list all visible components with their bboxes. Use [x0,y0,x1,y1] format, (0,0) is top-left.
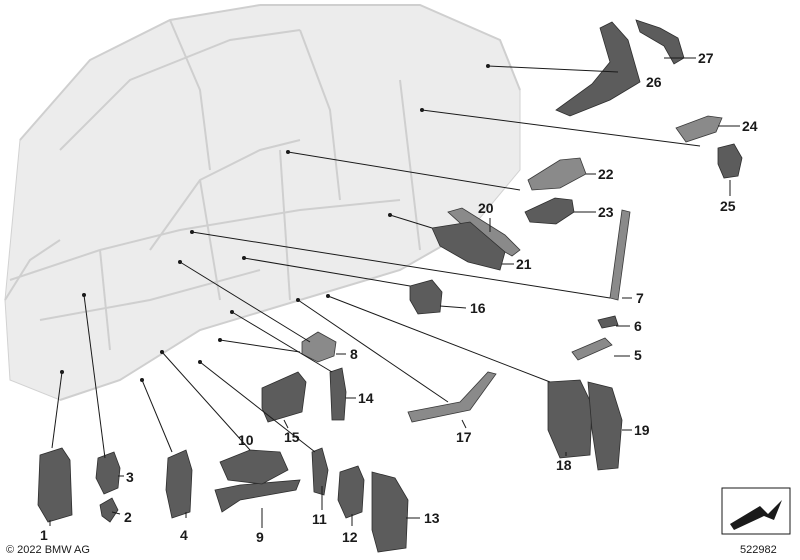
part-16-icon [409,279,443,315]
callout-27: 27 [698,50,714,66]
callout-15: 15 [284,429,300,445]
callout-19: 19 [634,422,650,438]
callout-labels: 1 2 3 4 5 6 7 8 9 10 11 12 13 14 15 16 1… [40,50,758,545]
callout-13: 13 [424,510,440,526]
callout-24: 24 [742,118,758,134]
callout-23: 23 [598,204,614,220]
callout-4: 4 [180,527,188,543]
callout-12: 12 [342,529,358,545]
part-27-icon [635,19,685,65]
diagram-number: 522982 [740,544,777,556]
part-10-icon [219,449,289,485]
part-17-icon [407,371,497,423]
part-9-icon [214,479,301,513]
callout-17: 17 [456,429,472,445]
part-19-icon [587,381,623,471]
part-23-icon [524,197,575,225]
callout-3: 3 [126,469,134,485]
callout-21: 21 [516,256,532,272]
part-6-icon [597,315,619,329]
callout-20: 20 [478,200,494,216]
callout-26: 26 [646,74,662,90]
callout-1: 1 [40,527,48,543]
callout-8: 8 [350,346,358,362]
orientation-box [721,487,791,535]
callout-14: 14 [358,390,374,406]
callout-9: 9 [256,529,264,545]
part-15-icon [261,371,307,423]
part-26-icon [555,21,641,117]
part-22-icon [527,157,587,191]
part-11-icon [311,447,329,496]
vehicle-body-illustration [4,4,521,401]
part-13-icon [371,471,409,553]
part-7-icon [609,209,631,301]
part-5-icon [571,337,613,361]
part-24-icon [675,115,723,143]
part-21-icon [431,221,506,271]
parts [37,19,743,553]
part-2-icon [99,497,119,523]
callout-25: 25 [720,198,736,214]
callout-6: 6 [634,318,642,334]
part-1-icon [37,447,73,523]
leader-lines [49,57,740,528]
part-3-icon [95,451,121,495]
orientation-arrow-icon [730,500,782,530]
part-18-icon [547,379,593,459]
callout-7: 7 [636,290,644,306]
callout-22: 22 [598,166,614,182]
callout-11: 11 [312,511,327,527]
callout-2: 2 [124,509,132,525]
callout-16: 16 [470,300,486,316]
part-4-icon [165,449,193,519]
part-14-icon [329,367,347,421]
callout-18: 18 [556,457,572,473]
part-25-icon [717,143,743,179]
callout-5: 5 [634,347,642,363]
copyright-text: © 2022 BMW AG [6,544,90,556]
part-12-icon [337,465,365,519]
callout-10: 10 [238,432,254,448]
